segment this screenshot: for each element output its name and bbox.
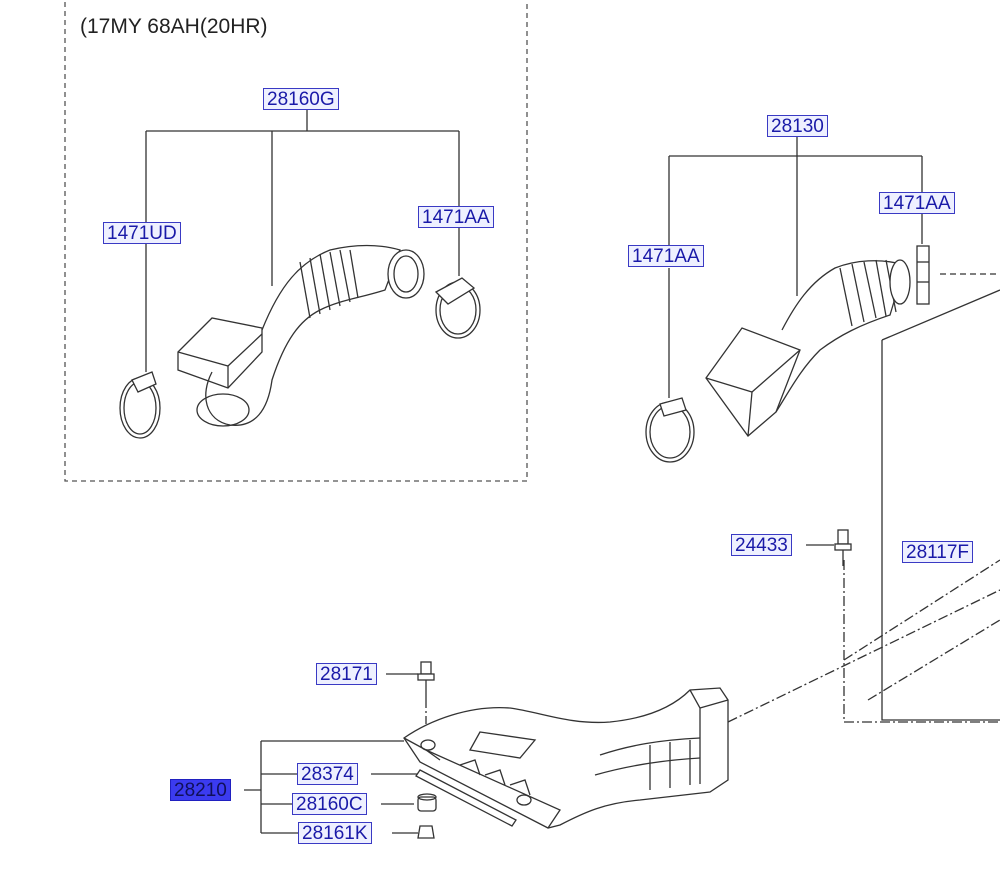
part-label-grommet[interactable]: 28160C (292, 793, 367, 815)
part-label-nut[interactable]: 28161K (298, 822, 372, 844)
clamp-left-drawing (645, 397, 695, 463)
part-label-bolt-left[interactable]: 28171 (316, 663, 377, 685)
part-label-clamp-right[interactable]: 1471AA (879, 192, 955, 214)
part-label-gasket[interactable]: 28374 (297, 763, 358, 785)
inset-air-hose-drawing (177, 244, 425, 427)
inset-leader-lines (145, 110, 460, 372)
part-label-hose[interactable]: 28130 (767, 115, 828, 137)
part-label-bracket[interactable]: 28117F (902, 541, 974, 563)
grommet-drawing (417, 793, 437, 812)
hose-leader-lines (668, 137, 923, 398)
part-label-duct-assy[interactable]: 28210 (170, 779, 231, 801)
part-label-inset-clamp-left[interactable]: 1471UD (103, 222, 181, 244)
inset-dashed-box (64, 0, 528, 482)
part-label-bolt-right[interactable]: 24433 (731, 534, 792, 556)
air-hose-drawing (705, 259, 911, 437)
duct-leader-lines (244, 740, 418, 834)
bracket-outline (727, 273, 1000, 723)
bolt-right-drawing (806, 529, 852, 566)
part-label-inset-hose[interactable]: 28160G (263, 88, 339, 110)
inset-clamp-left-drawing (119, 371, 161, 439)
inset-clamp-right-drawing (434, 277, 481, 339)
gasket-drawing (415, 769, 517, 827)
bolt-left-drawing (386, 661, 435, 730)
part-label-inset-clamp-right[interactable]: 1471AA (418, 206, 494, 228)
nut-drawing (417, 825, 435, 839)
clamp-right-drawing (916, 245, 930, 305)
variant-caption: (17MY 68AH(20HR) (80, 15, 268, 38)
part-label-clamp-left[interactable]: 1471AA (628, 245, 704, 267)
air-duct-drawing (403, 687, 729, 829)
